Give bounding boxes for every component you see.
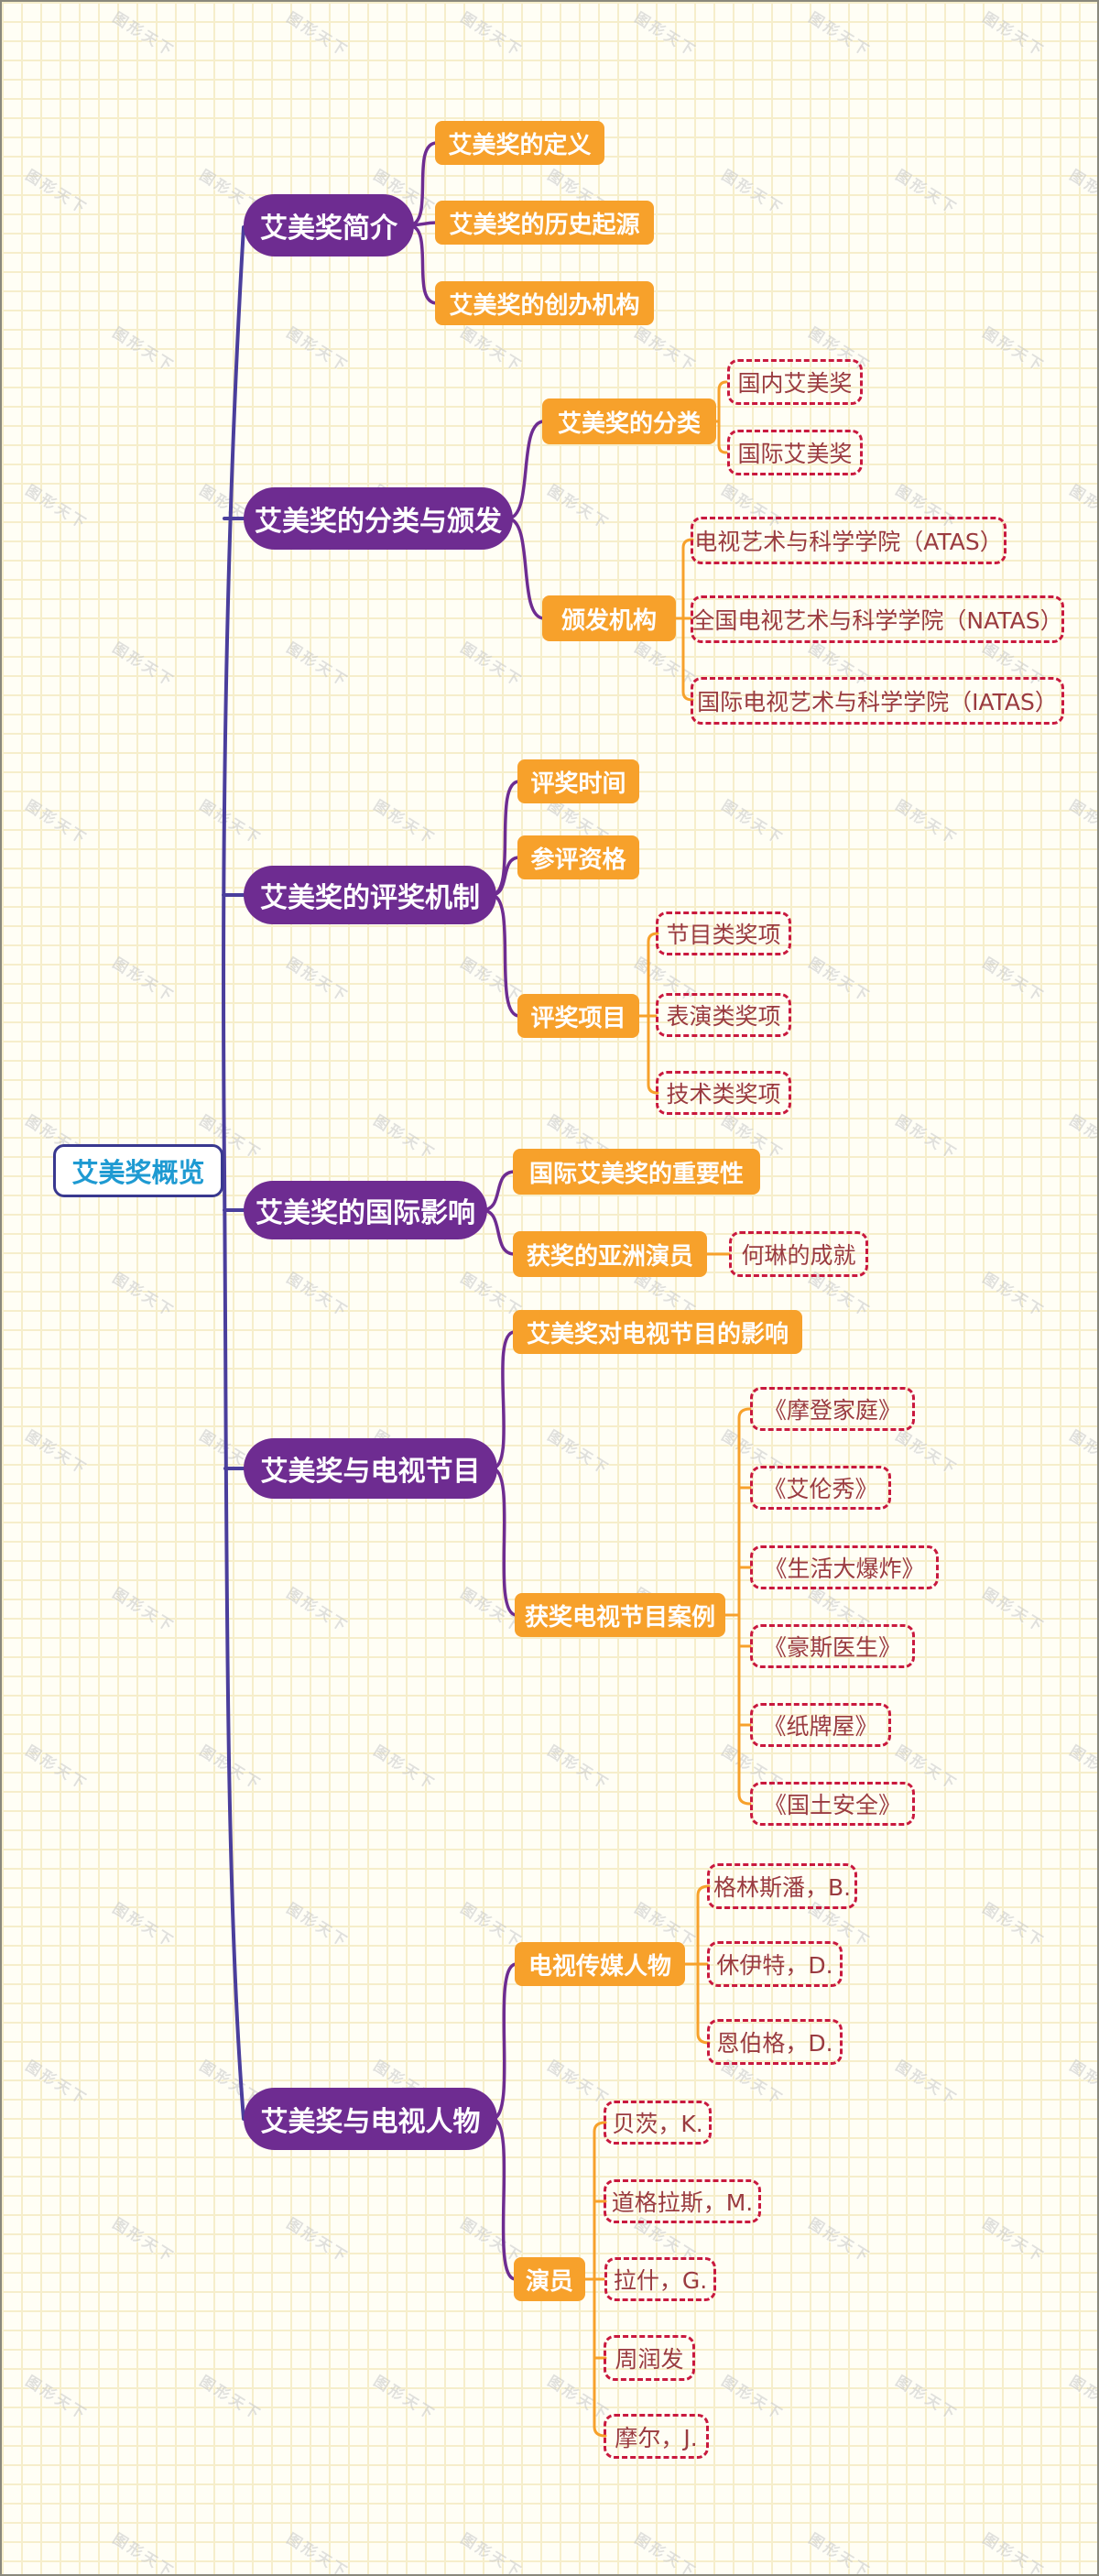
leaf-modern-family[interactable]: 《摩登家庭》 xyxy=(750,1387,915,1431)
child-award-time[interactable]: 评奖时间 xyxy=(517,759,639,803)
leaf-program-awards-label: 节目类奖项 xyxy=(666,922,781,948)
leaf-big-bang-theory-label: 《生活大爆炸》 xyxy=(764,1555,925,1582)
leaf-technical-awards-label: 技术类奖项 xyxy=(666,1081,781,1108)
root-node-label: 艾美奖概览 xyxy=(71,1157,205,1188)
leaf-international-emmy[interactable]: 国际艾美奖 xyxy=(727,430,863,475)
child-definition[interactable]: 艾美奖的定义 xyxy=(435,121,604,165)
child-actors-label: 演员 xyxy=(525,2267,573,2296)
branch-tv-programs[interactable]: 艾美奖与电视节目 xyxy=(244,1438,497,1499)
leaf-homeland[interactable]: 《国土安全》 xyxy=(750,1782,915,1826)
branch-tv-figures-label: 艾美奖与电视人物 xyxy=(260,2106,481,2138)
child-issuing-org[interactable]: 颁发机构 xyxy=(542,595,676,641)
leaf-bates-label: 贝茨，K. xyxy=(612,2111,703,2137)
leaf-bates[interactable]: 贝茨，K. xyxy=(604,2101,712,2145)
child-winning-program-cases[interactable]: 获奖电视节目案例 xyxy=(515,1593,725,1637)
branch5-fan xyxy=(490,1330,518,1617)
award-items-bracket xyxy=(637,932,659,1095)
leaf-domestic-emmy[interactable]: 国内艾美奖 xyxy=(727,359,863,405)
branch-intro[interactable]: 艾美奖简介 xyxy=(244,194,414,257)
child-intl-importance[interactable]: 国际艾美奖的重要性 xyxy=(513,1149,760,1195)
child-asian-winners-label: 获奖的亚洲演员 xyxy=(526,1242,693,1271)
child-award-items-label: 评奖项目 xyxy=(530,1004,626,1032)
branch-award-mechanism[interactable]: 艾美奖的评奖机制 xyxy=(244,866,496,924)
branch6-fan xyxy=(490,1962,518,2281)
branch-classification-issuing-label: 艾美奖的分类与颁发 xyxy=(255,506,502,538)
leaf-chow-yun-fat-label: 周润发 xyxy=(615,2346,684,2373)
leaf-atas-label: 电视艺术与科学学院（ATAS） xyxy=(694,529,1003,555)
leaf-house-md[interactable]: 《豪斯医生》 xyxy=(750,1624,915,1668)
leaf-domestic-emmy-label: 国内艾美奖 xyxy=(737,370,853,397)
child-founding-org-label: 艾美奖的创办机构 xyxy=(449,291,640,320)
branch2-fan xyxy=(506,420,546,620)
leaf-douglas[interactable]: 道格拉斯，M. xyxy=(604,2179,761,2223)
child-issuing-org-label: 颁发机构 xyxy=(560,606,657,635)
leaf-iatas[interactable]: 国际电视艺术与科学学院（IATAS） xyxy=(691,677,1064,725)
child-actors[interactable]: 演员 xyxy=(514,2257,585,2301)
leaf-atas[interactable]: 电视艺术与科学学院（ATAS） xyxy=(691,517,1007,564)
branch-international-influence[interactable]: 艾美奖的国际影响 xyxy=(244,1181,487,1239)
branch-classification-issuing[interactable]: 艾美奖的分类与颁发 xyxy=(244,487,513,550)
issuing-bracket xyxy=(674,538,694,702)
media-figures-bracket xyxy=(683,1884,711,2045)
leaf-ellen-show[interactable]: 《艾伦秀》 xyxy=(750,1466,891,1510)
branch4-fan xyxy=(480,1170,517,1256)
leaf-rush[interactable]: 拉什，G. xyxy=(604,2257,716,2301)
leaf-house-of-cards-label: 《纸牌屋》 xyxy=(763,1713,878,1740)
leaf-house-of-cards[interactable]: 《纸牌屋》 xyxy=(750,1703,891,1747)
leaf-program-awards[interactable]: 节目类奖项 xyxy=(656,911,791,955)
child-media-figures-label: 电视传媒人物 xyxy=(528,1952,671,1981)
branch-intro-label: 艾美奖简介 xyxy=(260,213,397,245)
child-media-figures[interactable]: 电视传媒人物 xyxy=(515,1942,685,1986)
program-cases-bracket xyxy=(724,1407,752,1806)
leaf-helin-achievement-label: 何琳的成就 xyxy=(741,1242,856,1269)
leaf-modern-family-label: 《摩登家庭》 xyxy=(763,1397,901,1424)
leaf-greenspan[interactable]: 格林斯潘，B. xyxy=(707,1863,857,1909)
child-history-origin[interactable]: 艾美奖的历史起源 xyxy=(435,201,654,245)
leaf-helin-achievement[interactable]: 何琳的成就 xyxy=(729,1231,868,1277)
child-classification[interactable]: 艾美奖的分类 xyxy=(542,398,716,444)
leaf-technical-awards[interactable]: 技术类奖项 xyxy=(656,1071,791,1115)
leaf-ellen-show-label: 《艾伦秀》 xyxy=(763,1476,878,1502)
leaf-house-md-label: 《豪斯医生》 xyxy=(763,1634,901,1661)
leaf-homeland-label: 《国土安全》 xyxy=(763,1792,901,1818)
spine-line xyxy=(222,225,251,2121)
leaf-moore-label: 摩尔，J. xyxy=(615,2424,698,2451)
branch-tv-figures[interactable]: 艾美奖与电视人物 xyxy=(244,2088,497,2150)
leaf-natas[interactable]: 全国电视艺术与科学学院（NATAS） xyxy=(691,595,1064,643)
branch-international-influence-label: 艾美奖的国际影响 xyxy=(256,1197,475,1229)
leaf-douglas-label: 道格拉斯，M. xyxy=(611,2189,754,2216)
leaf-natas-label: 全国电视艺术与科学学院（NATAS） xyxy=(691,607,1063,634)
leaf-hewitt[interactable]: 休伊特，D. xyxy=(707,1941,843,1987)
child-eligibility-label: 参评资格 xyxy=(530,846,626,874)
child-winning-program-cases-label: 获奖电视节目案例 xyxy=(524,1603,715,1632)
child-award-time-label: 评奖时间 xyxy=(530,770,626,798)
leaf-performance-awards-label: 表演类奖项 xyxy=(666,1003,781,1030)
leaf-chow-yun-fat[interactable]: 周润发 xyxy=(604,2335,695,2381)
child-founding-org[interactable]: 艾美奖的创办机构 xyxy=(435,281,654,325)
child-influence-on-programs[interactable]: 艾美奖对电视节目的影响 xyxy=(513,1310,802,1354)
child-asian-winners[interactable]: 获奖的亚洲演员 xyxy=(513,1231,707,1277)
root-node[interactable]: 艾美奖概览 xyxy=(53,1144,223,1197)
branch-award-mechanism-label: 艾美奖的评奖机制 xyxy=(260,882,480,914)
child-eligibility[interactable]: 参评资格 xyxy=(517,835,639,879)
branch-tv-programs-label: 艾美奖与电视节目 xyxy=(260,1456,481,1488)
leaf-iatas-label: 国际电视艺术与科学学院（IATAS） xyxy=(697,689,1058,715)
child-definition-label: 艾美奖的定义 xyxy=(448,131,592,159)
leaf-greenspan-label: 格林斯潘，B. xyxy=(713,1874,852,1901)
child-classification-label: 艾美奖的分类 xyxy=(557,409,701,438)
child-award-items[interactable]: 评奖项目 xyxy=(517,994,639,1038)
leaf-performance-awards[interactable]: 表演类奖项 xyxy=(656,993,791,1037)
leaf-rush-label: 拉什，G. xyxy=(613,2267,708,2294)
child-history-origin-label: 艾美奖的历史起源 xyxy=(449,211,640,239)
child-intl-importance-label: 国际艾美奖的重要性 xyxy=(528,1160,744,1188)
actors-bracket xyxy=(583,2121,607,2438)
leaf-enberg[interactable]: 恩伯格，D. xyxy=(707,2019,843,2065)
leaf-moore[interactable]: 摩尔，J. xyxy=(604,2414,709,2459)
child-influence-on-programs-label: 艾美奖对电视节目的影响 xyxy=(526,1320,789,1348)
leaf-big-bang-theory[interactable]: 《生活大爆炸》 xyxy=(750,1545,939,1589)
leaf-hewitt-label: 休伊特，D. xyxy=(716,1952,833,1979)
leaf-enberg-label: 恩伯格，D. xyxy=(716,2030,833,2057)
leaf-international-emmy-label: 国际艾美奖 xyxy=(737,441,853,467)
